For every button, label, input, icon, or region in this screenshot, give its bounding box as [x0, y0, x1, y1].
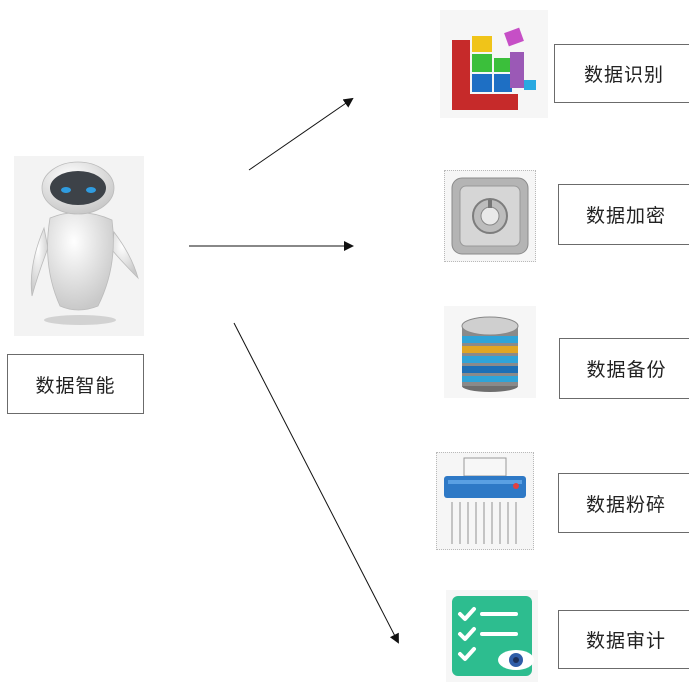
- arrow-to-audit: [233, 322, 399, 644]
- data-blocks-icon: [440, 10, 548, 118]
- robot-icon: [14, 156, 144, 336]
- target-label-identify: 数据识别: [554, 44, 689, 103]
- arrow-to-identify: [248, 97, 354, 171]
- safe-vault-icon: [444, 170, 536, 262]
- source-label: 数据智能: [7, 354, 144, 414]
- target-label-shred: 数据粉碎: [558, 473, 689, 533]
- database-stack-icon: [444, 306, 536, 398]
- target-label-encrypt: 数据加密: [558, 184, 689, 245]
- audit-checklist-icon: [446, 590, 538, 682]
- target-label-audit: 数据审计: [558, 610, 689, 669]
- target-label-backup: 数据备份: [559, 338, 689, 399]
- paper-shredder-icon: [436, 452, 534, 550]
